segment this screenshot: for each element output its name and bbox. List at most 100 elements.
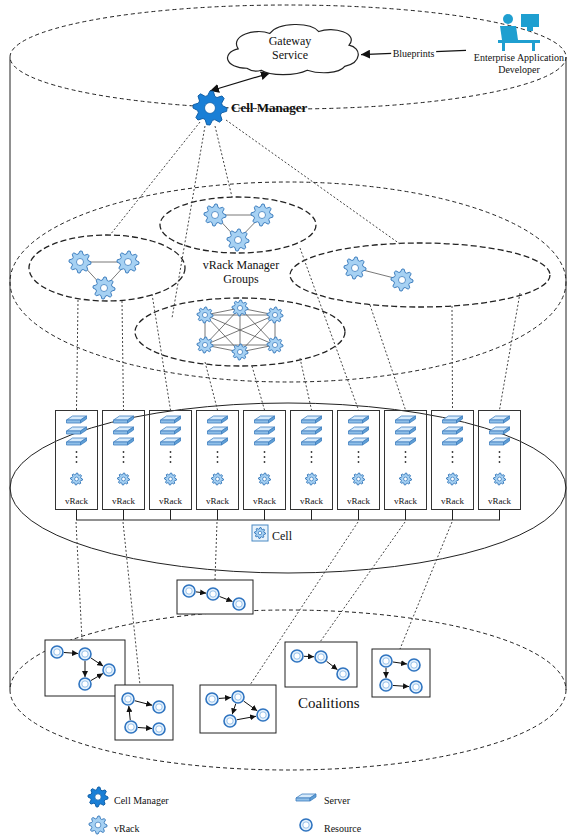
group-link bbox=[205, 315, 275, 345]
resource-arrow bbox=[91, 674, 103, 681]
ellipsis-dot bbox=[170, 451, 172, 453]
coalition-boxes bbox=[45, 580, 430, 740]
cell-manager: Cell Manager bbox=[192, 90, 307, 126]
server-icon bbox=[410, 438, 416, 445]
node-label: Coalitions bbox=[298, 694, 360, 712]
resource-arrow bbox=[196, 592, 206, 593]
server-icon bbox=[443, 442, 457, 445]
resource-arrow bbox=[220, 597, 233, 602]
resource-icon bbox=[224, 715, 236, 727]
gear-icon bbox=[212, 473, 224, 485]
dotted-link bbox=[152, 294, 171, 410]
ellipsis-dot bbox=[123, 456, 125, 458]
resource-icon bbox=[156, 726, 162, 732]
server-icon bbox=[222, 427, 228, 434]
ellipsis-dot bbox=[499, 451, 501, 453]
gear-icon bbox=[259, 473, 271, 485]
ellipsis-dot bbox=[76, 461, 78, 463]
server-icon bbox=[349, 431, 363, 434]
server-icon bbox=[396, 431, 410, 434]
server-icon bbox=[175, 416, 181, 423]
server-icon bbox=[410, 427, 416, 434]
server-icon bbox=[296, 798, 310, 801]
dotted-link bbox=[172, 126, 205, 318]
server-icon bbox=[161, 431, 175, 434]
resource-icon bbox=[153, 723, 165, 735]
edge-label-holder: Blueprints bbox=[391, 43, 437, 61]
developer-actor: Enterprise Application Developer bbox=[466, 10, 572, 75]
node-label: Cell bbox=[272, 529, 292, 543]
gear-icon bbox=[400, 473, 412, 485]
ellipsis-dot bbox=[264, 451, 266, 453]
node-label: vRack bbox=[300, 497, 323, 506]
ellipsis-dot bbox=[217, 461, 219, 463]
gear-icon bbox=[118, 473, 130, 485]
dotted-link bbox=[452, 306, 454, 410]
bus-tick bbox=[358, 510, 359, 520]
resource-icon bbox=[300, 819, 312, 831]
resource-icon bbox=[82, 651, 88, 657]
legend-item: Resource bbox=[324, 818, 361, 836]
resource-icon bbox=[408, 659, 420, 671]
developer-icon bbox=[494, 10, 544, 52]
coalition-box bbox=[45, 640, 125, 696]
gear-icon bbox=[232, 300, 248, 316]
coalitions-region: Coalitions bbox=[10, 610, 566, 770]
server-icon bbox=[222, 416, 228, 423]
dotted-link bbox=[300, 358, 312, 410]
ellipsis-dot bbox=[452, 456, 454, 458]
resource-arrow bbox=[237, 716, 256, 719]
resource-icon bbox=[103, 664, 115, 676]
ellipsis-dot bbox=[358, 456, 360, 458]
cylinder-side bbox=[10, 57, 11, 690]
server-icon bbox=[443, 420, 457, 423]
gear-hole bbox=[202, 342, 207, 347]
vrack-box: vRack bbox=[102, 410, 145, 510]
desk bbox=[498, 40, 540, 43]
ellipsis-dot bbox=[499, 461, 501, 463]
cell-ellipse bbox=[10, 403, 566, 573]
gateway-cloud: Gateway Service bbox=[218, 18, 362, 76]
resource-icon bbox=[183, 585, 195, 597]
dotted-link bbox=[500, 293, 521, 410]
node-label: vRack bbox=[347, 497, 370, 506]
gear-icon bbox=[69, 251, 91, 273]
server-icon bbox=[349, 442, 363, 445]
server-icon bbox=[504, 438, 510, 445]
resource-icon bbox=[380, 655, 392, 667]
ellipsis-dot bbox=[76, 451, 78, 453]
resource-arrow bbox=[135, 701, 152, 706]
ellipsis-dot bbox=[311, 461, 313, 463]
coalitions-ellipse bbox=[10, 610, 566, 770]
server-icon bbox=[161, 442, 175, 445]
monitor bbox=[521, 14, 539, 27]
server-icon bbox=[457, 427, 463, 434]
bus-tick bbox=[405, 510, 406, 520]
bus-tick bbox=[311, 510, 312, 520]
bus-tick bbox=[499, 510, 500, 520]
server-icon bbox=[208, 420, 222, 423]
gear-hole bbox=[169, 477, 173, 481]
legend-item: vRack bbox=[114, 818, 140, 836]
node-label: Cell Manager bbox=[231, 100, 307, 116]
server-icon bbox=[269, 438, 275, 445]
vrack-box: vRack bbox=[431, 410, 474, 510]
gear-icon bbox=[227, 229, 249, 251]
node-label: Gateway Service bbox=[250, 35, 330, 63]
resource-icon bbox=[79, 678, 91, 690]
resource-arrow bbox=[244, 701, 258, 711]
coalition-box bbox=[177, 580, 253, 614]
resource-icon bbox=[54, 649, 60, 655]
ellipsis-dot bbox=[170, 456, 172, 458]
resource-icon bbox=[82, 681, 88, 687]
bus-tick bbox=[452, 510, 453, 520]
server-icon bbox=[363, 427, 369, 434]
server-icon bbox=[67, 431, 81, 434]
resource-icon bbox=[206, 693, 218, 705]
bus-tick bbox=[123, 510, 124, 520]
server-icon bbox=[175, 427, 181, 434]
resource-icon bbox=[232, 691, 244, 703]
gear-icon bbox=[197, 307, 213, 323]
gear-hole bbox=[95, 822, 101, 828]
